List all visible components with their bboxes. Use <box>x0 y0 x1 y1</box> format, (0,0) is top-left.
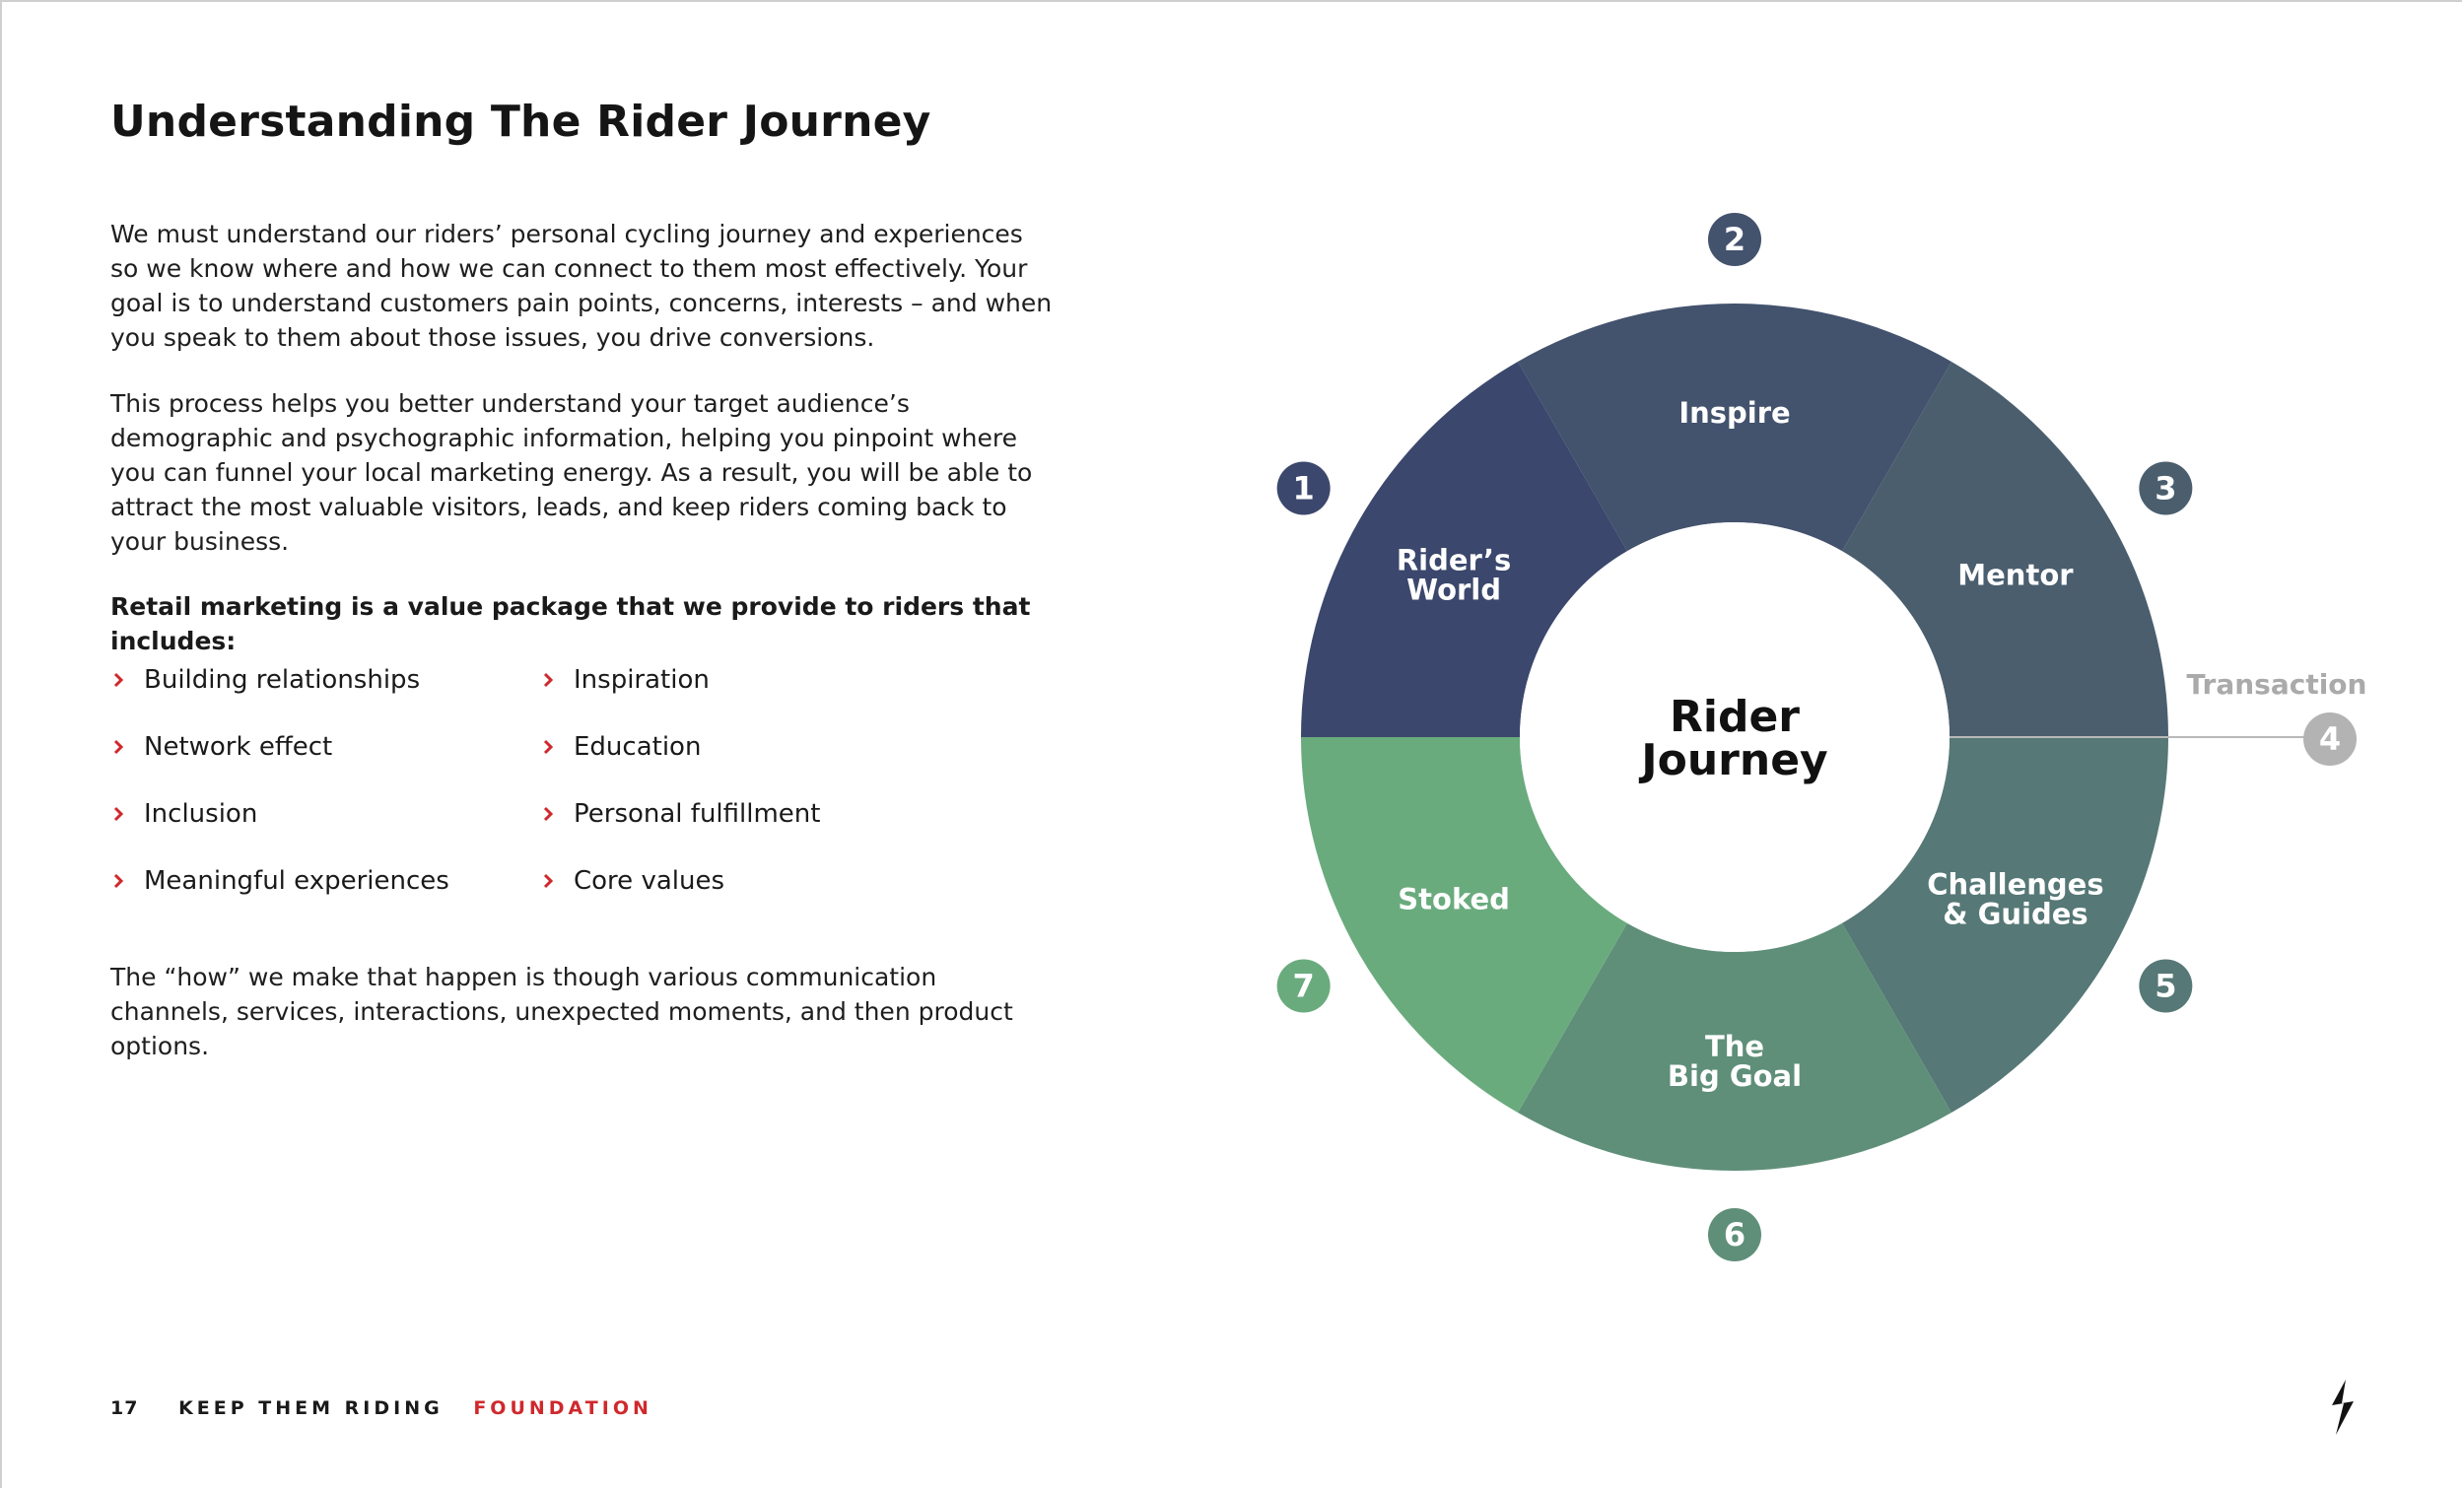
specialized-logo-icon <box>2332 1380 2354 1435</box>
wheel-segment-label: Challenges <box>1927 868 2103 902</box>
chevron-right-icon <box>543 672 554 688</box>
list-item-label: Core values <box>574 866 725 896</box>
how-paragraph: The “how” we make that happen is though … <box>110 963 1013 1060</box>
wheel-segment-5 <box>1842 737 2168 1114</box>
value-list-left: Building relationships Network effect In… <box>110 660 449 928</box>
wheel-segment-label: World <box>1406 574 1501 607</box>
wheel-segment-label: Inspire <box>1678 396 1790 430</box>
wheel-segment-label: Big Goal <box>1668 1059 1802 1093</box>
step-badge-3 <box>2139 461 2193 515</box>
wheel-segment-label: Stoked <box>1398 883 1510 916</box>
chevron-right-icon <box>113 672 124 688</box>
wheel-segment-1 <box>1301 361 1627 737</box>
chevron-right-icon <box>543 806 554 822</box>
step-badge-number: 4 <box>2319 720 2341 758</box>
wheel-center <box>1520 522 1950 952</box>
chevron-right-icon <box>113 873 124 889</box>
list-item: Meaningful experiences <box>110 861 449 928</box>
page-footer: 17 KEEP THEM RIDING FOUNDATION <box>110 1397 652 1419</box>
page-number: 17 <box>110 1397 139 1419</box>
wheel-segment-2 <box>1518 303 1951 552</box>
list-item-label: Network effect <box>144 732 333 762</box>
footer-section: FOUNDATION <box>473 1397 652 1419</box>
wheel-center-label-line-2: Journey <box>1638 735 1827 785</box>
step-badge-number: 2 <box>1724 221 1745 258</box>
list-item-label: Personal fulfillment <box>574 799 821 829</box>
value-list-right: Inspiration Education Personal fulfillme… <box>540 660 820 928</box>
list-item: Personal fulfillment <box>540 794 820 861</box>
wheel-segment-7 <box>1301 737 1627 1114</box>
step-badge-number: 1 <box>1293 470 1315 508</box>
wheel-segment-3 <box>1842 361 2168 737</box>
chevron-right-icon <box>113 739 124 755</box>
list-item-label: Building relationships <box>144 665 421 695</box>
step-badge-number: 3 <box>2155 470 2176 508</box>
step-badge-5 <box>2139 959 2193 1013</box>
value-package-lead: Retail marketing is a value package that… <box>110 592 1031 655</box>
list-item: Education <box>540 727 820 794</box>
list-item: Network effect <box>110 727 449 794</box>
page-title: Understanding The Rider Journey <box>110 97 931 147</box>
wheel-segment-label: & Guides <box>1943 898 2088 931</box>
step-badge-2 <box>1708 213 1761 266</box>
list-item-label: Inclusion <box>144 799 258 829</box>
footer-brand: KEEP THEM RIDING <box>178 1397 444 1419</box>
intro-paragraph: We must understand our riders’ personal … <box>110 220 1053 352</box>
list-item: Core values <box>540 861 820 928</box>
wheel-segment-label: The <box>1705 1030 1764 1063</box>
step-badge-number: 5 <box>2155 968 2176 1005</box>
step-badge-4 <box>2303 712 2357 766</box>
list-item-label: Education <box>574 732 702 762</box>
step-badge-1 <box>1276 461 1331 515</box>
list-item: Inclusion <box>110 794 449 861</box>
wheel-segment-label: Rider’s <box>1397 544 1512 577</box>
wheel-center-label-line-1: Rider <box>1670 692 1800 742</box>
list-item: Inspiration <box>540 660 820 727</box>
chevron-right-icon <box>543 739 554 755</box>
list-item: Building relationships <box>110 660 449 727</box>
chevron-right-icon <box>113 806 124 822</box>
list-item-label: Inspiration <box>574 665 710 695</box>
wheel-segment-label: Mentor <box>1957 559 2074 592</box>
step-badge-6 <box>1708 1208 1761 1261</box>
wheel-segment-6 <box>1518 922 1951 1171</box>
step-badge-number: 6 <box>1724 1216 1745 1253</box>
process-paragraph: This process helps you better understand… <box>110 389 1033 556</box>
transaction-label: Transaction <box>2187 668 2367 701</box>
chevron-right-icon <box>543 873 554 889</box>
step-badge-7 <box>1276 959 1331 1013</box>
list-item-label: Meaningful experiences <box>144 866 449 896</box>
step-badge-number: 7 <box>1293 968 1315 1005</box>
